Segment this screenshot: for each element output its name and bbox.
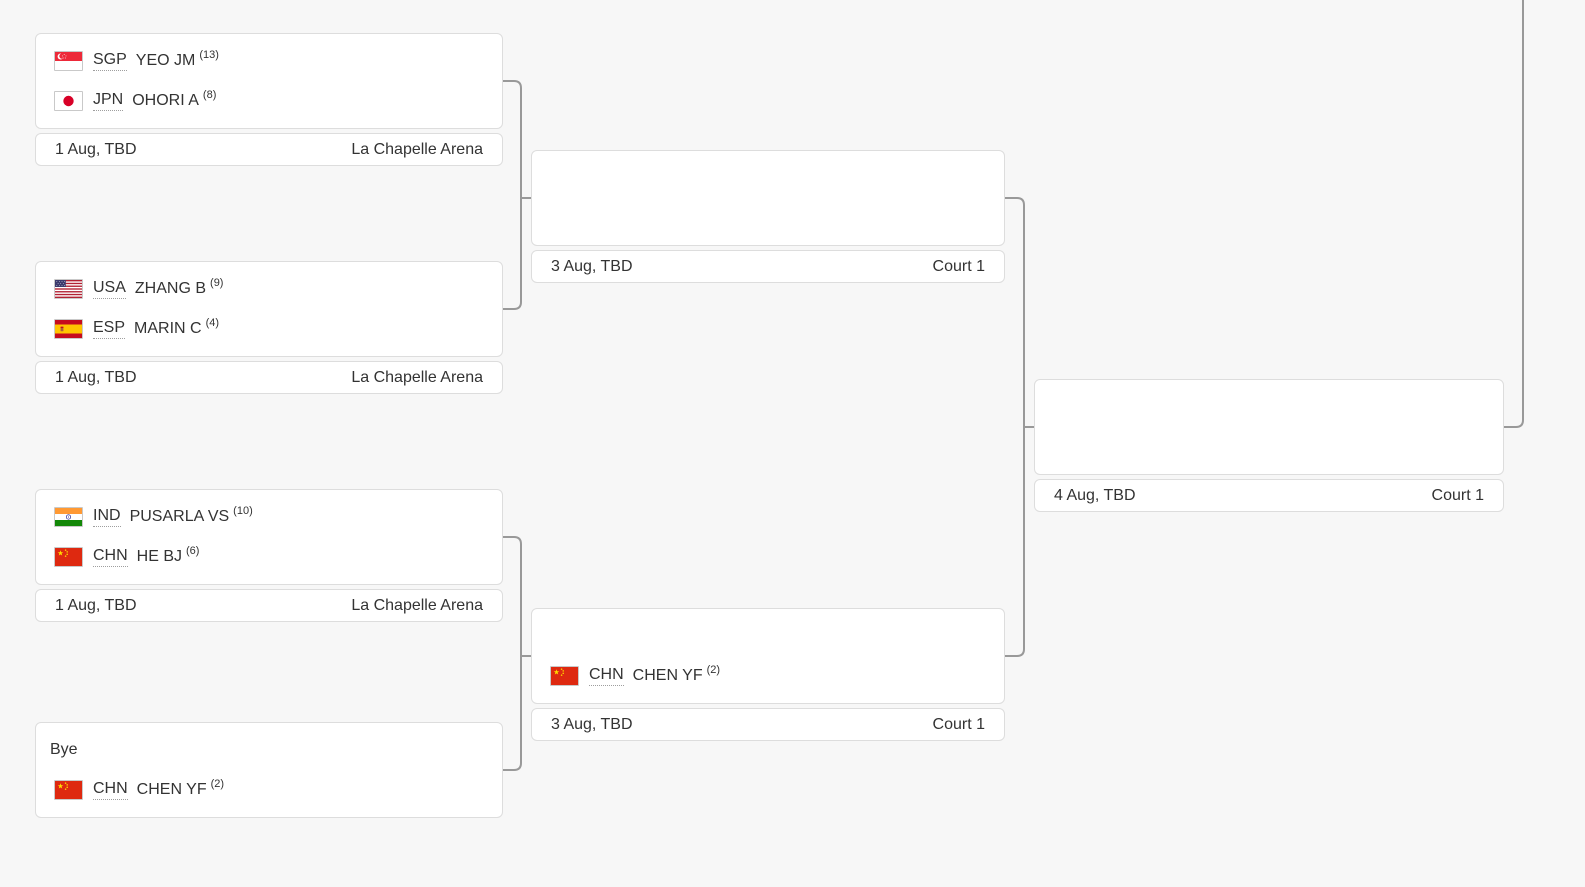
seed-number: (9) bbox=[210, 277, 224, 289]
match-date: 1 Aug, TBD bbox=[55, 368, 137, 386]
country-code: ESP bbox=[93, 319, 126, 340]
player-row: ESP MARIN C (4) bbox=[36, 309, 502, 349]
player-name: PUSARLA VS bbox=[129, 508, 230, 525]
country-code: JPN bbox=[93, 91, 124, 112]
match-venue: Court 1 bbox=[932, 715, 985, 733]
player-row-empty bbox=[532, 158, 1004, 198]
country-code: IND bbox=[93, 507, 121, 528]
match-venue: La Chapelle Arena bbox=[351, 596, 483, 614]
match-venue: Court 1 bbox=[932, 257, 985, 275]
match-qf4-players-panel[interactable]: Bye CHN CHEN YF bbox=[35, 722, 503, 818]
connector-qf1-qf2-bracket bbox=[503, 80, 522, 310]
match-venue: La Chapelle Arena bbox=[351, 140, 483, 158]
player-row: JPN OHORI A (8) bbox=[36, 81, 502, 121]
match-qf1-info-bar: 1 Aug, TBD La Chapelle Arena bbox=[35, 133, 503, 166]
player-row-empty bbox=[1035, 427, 1503, 467]
match-sf1-players-panel[interactable] bbox=[531, 150, 1005, 246]
country-code: SGP bbox=[93, 51, 127, 72]
player-name: OHORI A bbox=[132, 92, 199, 109]
player-row: CHN CHEN YF (2) bbox=[36, 770, 502, 810]
seed-number: (8) bbox=[202, 89, 217, 101]
player-row: IND PUSARLA VS (10) bbox=[36, 497, 502, 537]
match-final-players-panel[interactable] bbox=[1034, 379, 1504, 475]
bye-label: Bye bbox=[50, 741, 78, 758]
match-sf2-players-panel[interactable]: CHN CHEN YF (2) bbox=[531, 608, 1005, 704]
match-date: 3 Aug, TBD bbox=[551, 257, 633, 275]
player-row: SGP YEO JM (13) bbox=[36, 41, 502, 81]
match-card-sf2: CHN CHEN YF (2) 3 Aug, TBD Court 1 bbox=[531, 608, 1005, 741]
match-qf1-players-panel[interactable]: SGP YEO JM (13) JPN OHORI A (8) bbox=[35, 33, 503, 129]
sgp-flag-icon bbox=[54, 51, 83, 71]
match-date: 1 Aug, TBD bbox=[55, 140, 137, 158]
match-date: 3 Aug, TBD bbox=[551, 715, 633, 733]
match-qf2-info-bar: 1 Aug, TBD La Chapelle Arena bbox=[35, 361, 503, 394]
player-name: CHEN YF bbox=[136, 781, 207, 798]
bye-row: Bye bbox=[36, 730, 502, 770]
match-qf3-info-bar: 1 Aug, TBD La Chapelle Arena bbox=[35, 589, 503, 622]
seed-number: (6) bbox=[186, 545, 200, 557]
match-card-sf1: 3 Aug, TBD Court 1 bbox=[531, 150, 1005, 283]
player-name: CHEN YF bbox=[632, 667, 703, 684]
player-row: CHN HE BJ (6) bbox=[36, 537, 502, 577]
chn-flag-icon bbox=[550, 666, 579, 686]
match-card-qf3: IND PUSARLA VS (10) bbox=[35, 489, 503, 622]
match-qf2-players-panel[interactable]: USA ZHANG B (9) ESP MARIN C (4) bbox=[35, 261, 503, 357]
connector-final-out bbox=[1504, 0, 1524, 428]
seed-number: (13) bbox=[199, 49, 219, 61]
country-code: CHN bbox=[93, 547, 128, 568]
player-row-empty bbox=[1035, 387, 1503, 427]
country-code: CHN bbox=[93, 780, 128, 801]
ind-flag-icon bbox=[54, 507, 83, 527]
match-sf2-info-bar: 3 Aug, TBD Court 1 bbox=[531, 708, 1005, 741]
player-row: USA ZHANG B (9) bbox=[36, 269, 502, 309]
match-card-final: 4 Aug, TBD Court 1 bbox=[1034, 379, 1504, 512]
match-date: 4 Aug, TBD bbox=[1054, 486, 1136, 504]
player-name: ZHANG B bbox=[134, 280, 207, 297]
jpn-flag-icon bbox=[54, 91, 83, 111]
chn-flag-icon bbox=[54, 780, 83, 800]
player-name: MARIN C bbox=[134, 320, 202, 337]
chn-flag-icon bbox=[54, 547, 83, 567]
seed-number: (10) bbox=[233, 505, 253, 517]
seed-number: (2) bbox=[210, 778, 225, 790]
match-venue: La Chapelle Arena bbox=[351, 368, 483, 386]
seed-number: (4) bbox=[205, 317, 220, 329]
player-row-empty bbox=[532, 616, 1004, 656]
match-qf3-players-panel[interactable]: IND PUSARLA VS (10) bbox=[35, 489, 503, 585]
match-final-info-bar: 4 Aug, TBD Court 1 bbox=[1034, 479, 1504, 512]
player-row: CHN CHEN YF (2) bbox=[532, 656, 1004, 696]
connector-qf3-qf4-bracket bbox=[503, 536, 522, 771]
match-venue: Court 1 bbox=[1431, 486, 1484, 504]
match-card-qf1: SGP YEO JM (13) JPN OHORI A (8) 1 Aug, T… bbox=[35, 33, 503, 166]
match-sf1-info-bar: 3 Aug, TBD Court 1 bbox=[531, 250, 1005, 283]
esp-flag-icon bbox=[54, 319, 83, 339]
country-code: USA bbox=[93, 279, 126, 300]
player-row-empty bbox=[532, 198, 1004, 238]
match-card-qf4-bye: Bye CHN CHEN YF bbox=[35, 722, 503, 818]
player-name: HE BJ bbox=[136, 548, 183, 565]
seed-number: (2) bbox=[706, 664, 721, 676]
usa-flag-icon bbox=[54, 279, 83, 299]
player-name: YEO JM bbox=[135, 52, 196, 69]
match-date: 1 Aug, TBD bbox=[55, 596, 137, 614]
country-code: CHN bbox=[589, 666, 624, 687]
match-card-qf2: USA ZHANG B (9) ESP MARIN C (4) bbox=[35, 261, 503, 394]
connector-sf1-sf2-bracket bbox=[1005, 197, 1025, 657]
